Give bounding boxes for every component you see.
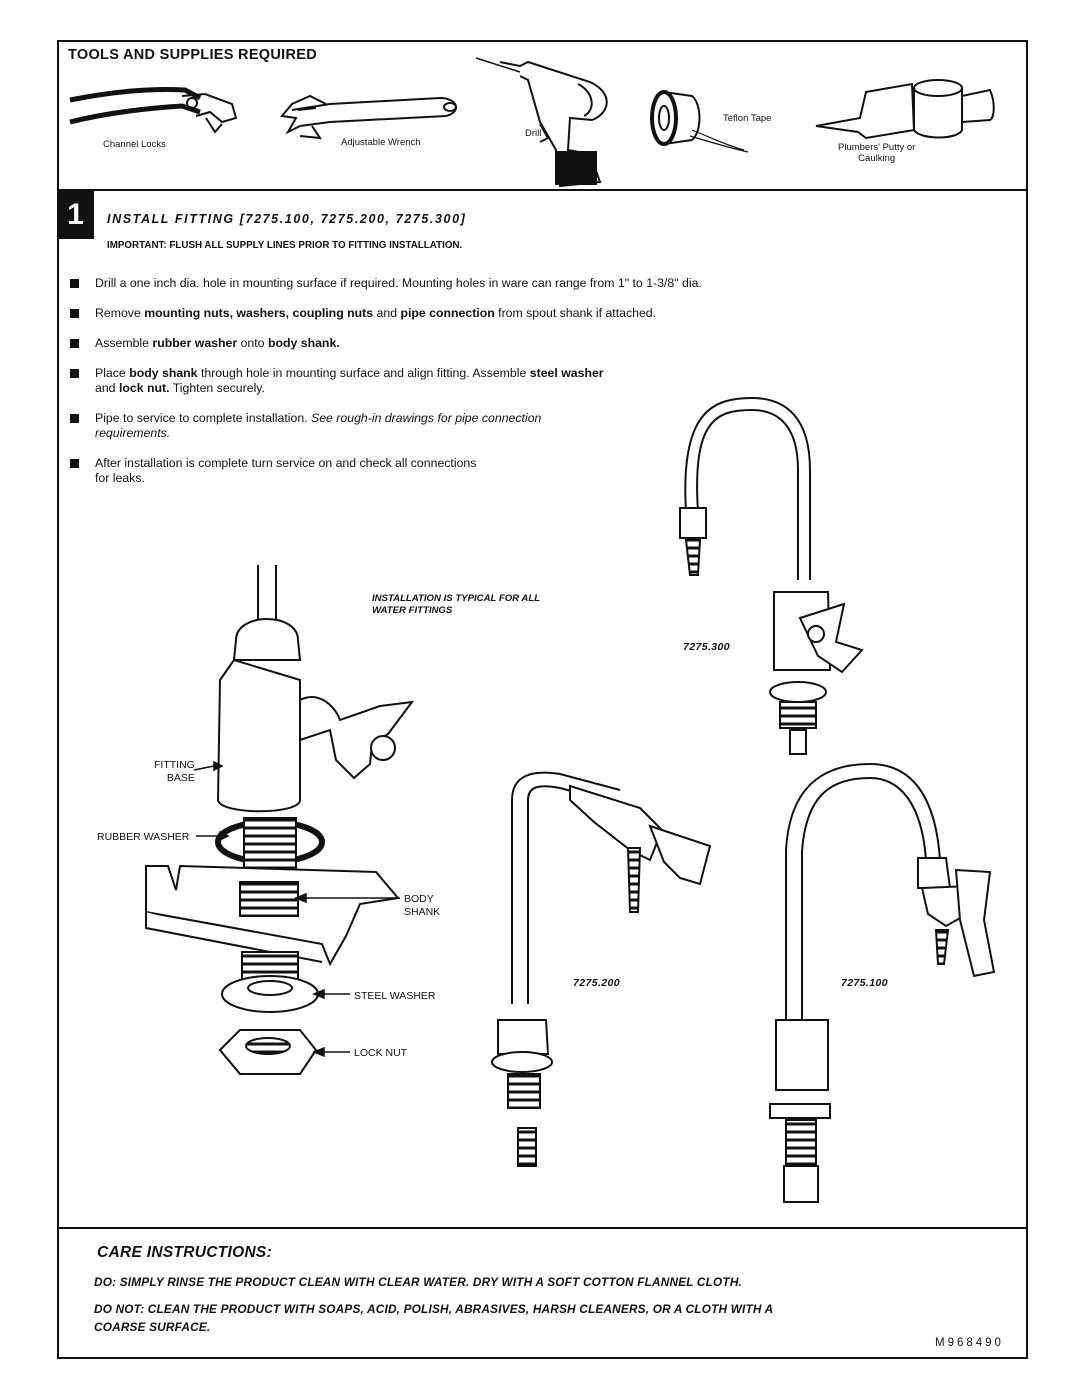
model-7275-200: 7275.200 [573,977,620,989]
instruction-bold: lock nut. [118,381,170,395]
tools-illustrations [69,57,995,188]
figure-note-line1: INSTALLATION IS TYPICAL FOR ALL [372,593,541,604]
channel-locks-label: Channel Locks [103,139,166,150]
instruction-item: Assemble rubber washer onto body shank. [69,336,889,351]
teflon-tape-icon [650,90,749,153]
callout-steel-washer: STEEL WASHER [354,990,436,1002]
figure-note: INSTALLATION IS TYPICAL FOR ALL WATER FI… [372,593,612,616]
instruction-bold: rubber washer [152,336,238,350]
instruction-text: and [373,306,401,320]
exploded-fitting [145,565,415,1075]
care-do-not-line2: COARSE SURFACE. [94,1320,211,1334]
instruction-bold: body shank. [267,336,340,350]
model-7275-100: 7275.100 [841,977,888,989]
instruction-italic: See rough-in drawings for pipe connectio… [311,411,542,425]
care-do: DO: SIMPLY RINSE THE PRODUCT CLEAN WITH … [94,1275,743,1289]
tools-divider [57,189,1028,191]
step-number: 1 [57,191,94,239]
installation-illustration [145,396,996,1203]
drill-icon [475,57,608,188]
instruction-text: onto [237,336,268,350]
putty-label-line1: Plumbers' Putty or [838,142,916,153]
instruction-bold: steel washer [529,366,604,380]
callout-body-shank: BODY SHANK [404,893,440,918]
care-do-not-line1: DO NOT: CLEAN THE PRODUCT WITH SOAPS, AC… [94,1302,774,1316]
figure-note-line2: WATER FITTINGS [372,604,453,616]
instruction-item: Remove mounting nuts, washers, coupling … [69,306,889,321]
instruction-item: Drill a one inch dia. hole in mounting s… [69,276,889,291]
callout-text: BODY [404,893,434,905]
instruction-list: Drill a one inch dia. hole in mounting s… [69,276,889,486]
putty-label-line2: Caulking [858,153,896,164]
callout-fitting-base: FITTING BASE [154,759,195,784]
instruction-text: and [95,381,119,395]
drill-label: Drill [525,128,542,139]
instruction-italic: requirements. [95,426,171,440]
callout-text: BASE [166,771,195,784]
instruction-item: Pipe to service to complete installation… [69,411,889,441]
callout-rubber-washer: RUBBER WASHER [97,831,190,843]
instruction-text: After installation is complete turn serv… [95,456,477,470]
callout-text: SHANK [404,905,441,918]
care-do-not: DO NOT: CLEAN THE PRODUCT WITH SOAPS, AC… [94,1300,1004,1336]
adjustable-wrench-label: Adjustable Wrench [341,137,421,148]
care-divider [57,1227,1028,1229]
tools-title: TOOLS AND SUPPLIES REQUIRED [68,47,317,63]
instruction-text: Assemble [95,336,153,350]
instruction-item: Place body shank through hole in mountin… [69,366,889,396]
callout-lock-nut: LOCK NUT [354,1047,408,1059]
callout-arrows [193,760,400,1058]
faucet-7275-100 [769,762,996,1203]
instruction-text: Tighten securely. [169,381,265,395]
channel-locks-icon [69,86,238,134]
caulking-icon [815,79,995,140]
instruction-item: After installation is complete turn serv… [69,456,889,486]
page-frame [57,40,1028,1359]
instruction-text: Remove [95,306,145,320]
putty-label: Plumbers' Putty or Caulking [838,142,915,164]
faucet-7275-300 [679,396,864,755]
instruction-bold: mounting nuts, washers, coupling nuts [144,306,374,320]
important-note: IMPORTANT: FLUSH ALL SUPPLY LINES PRIOR … [107,240,463,251]
teflon-tape-label: Teflon Tape [723,113,772,124]
adjustable-wrench-icon [280,94,457,140]
instruction-bold: pipe connection [400,306,495,320]
callout-text: FITTING [154,759,195,771]
document-code: M968490 [935,1337,1004,1349]
instruction-text: Drill a one inch dia. hole in mounting s… [95,276,702,290]
instruction-text: Place [95,366,130,380]
instruction-text: for leaks. [95,471,145,485]
instruction-text: from spout shank if attached. [494,306,657,320]
step-title: INSTALL FITTING [7275.100, 7275.200, 727… [107,212,467,226]
faucet-7275-200 [491,771,712,1167]
instruction-text: Pipe to service to complete installation… [95,411,311,425]
instruction-bold: body shank [129,366,198,380]
instruction-text: through hole in mounting surface and ali… [197,366,530,380]
care-title: CARE INSTRUCTIONS: [97,1244,273,1261]
model-7275-300: 7275.300 [683,641,730,653]
